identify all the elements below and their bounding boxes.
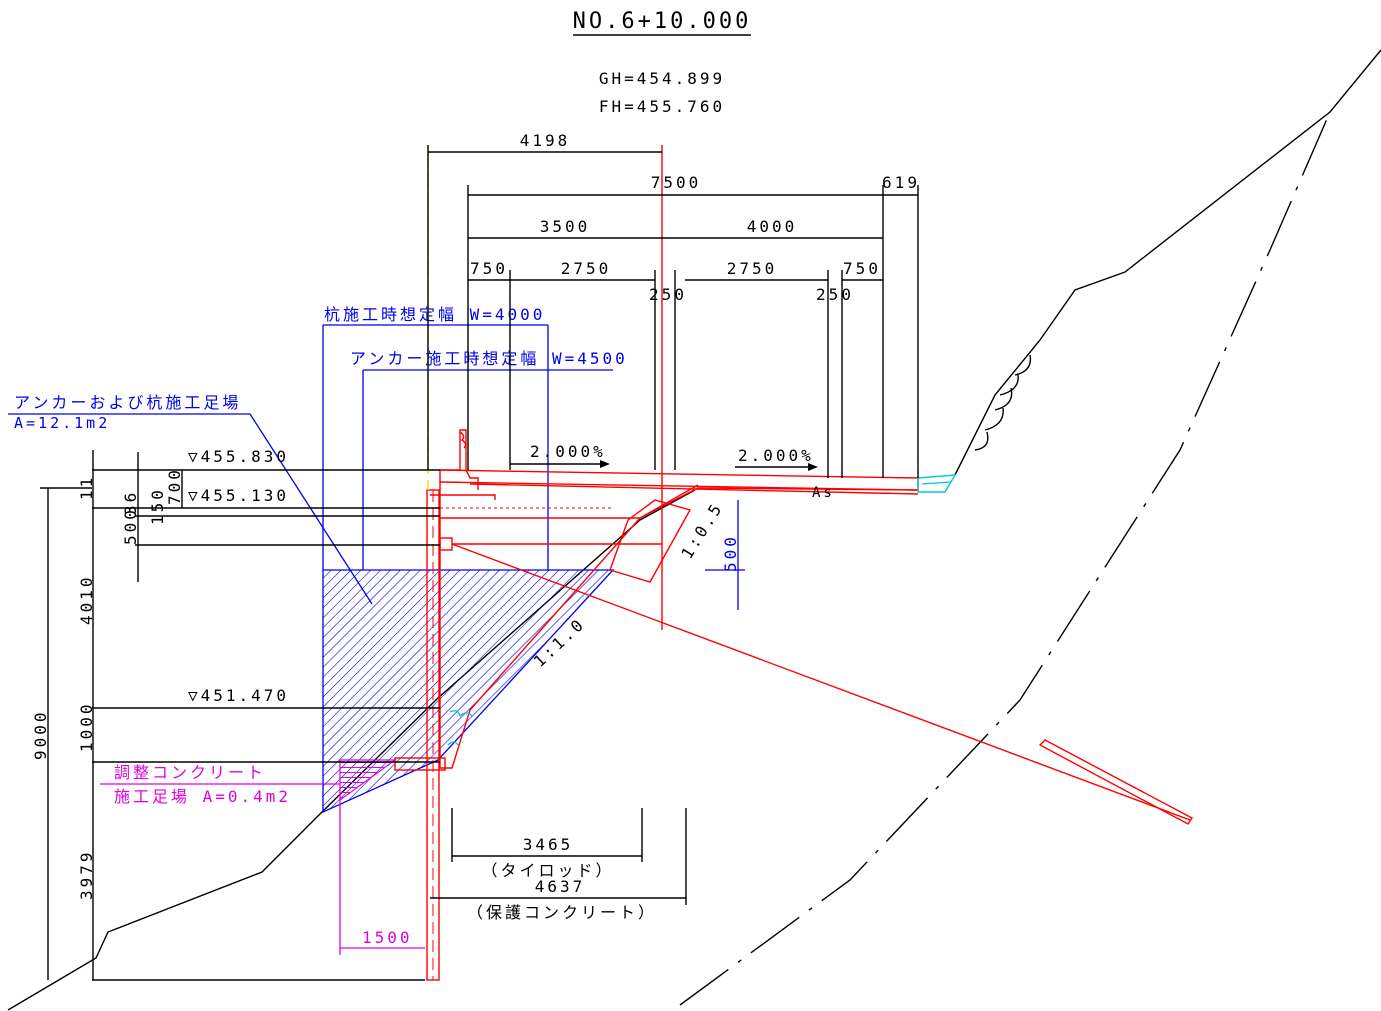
elevation-lines: [92, 469, 440, 981]
tie-rod: [439, 537, 1194, 825]
dim-4010: 4010: [77, 574, 96, 625]
dim-extension-lines: [427, 145, 919, 630]
anchor-width-label: アンカー施工時想定幅 W=4500: [350, 349, 628, 368]
pile-wall: [426, 489, 440, 981]
elevation-455830: ▽455.830: [188, 447, 289, 466]
elevation-455130: ▽455.130: [188, 486, 289, 505]
dim-7500: 7500: [651, 173, 702, 192]
dim-left-vertical: [40, 450, 183, 980]
dim-1500: [339, 800, 425, 955]
scaffold-area: A=12.1m2: [14, 414, 110, 432]
upper-wall-guard: [439, 429, 479, 490]
dim-4637: 4637: [535, 877, 586, 896]
dim-1000: 1000: [77, 701, 96, 752]
drain-ditch: [917, 474, 957, 493]
dim-1500-label: 1500: [362, 928, 413, 947]
protection-concrete: [439, 484, 919, 769]
dim-4198: 4198: [520, 131, 571, 150]
dim-250-left: 250: [649, 285, 687, 304]
cross-slope-left-arrowhead: [600, 460, 610, 468]
dim-lines-top: [428, 151, 918, 281]
scaffold-leader: [8, 413, 373, 605]
dim-2750-right: 2750: [727, 259, 778, 278]
dim-36: 36: [121, 490, 140, 515]
dim-500-right-label: 500: [721, 534, 740, 572]
ground-line: [7, 49, 1381, 1011]
cross-slope-right-arrowhead: [808, 463, 818, 471]
as-label: As: [812, 485, 835, 501]
dim-2750-left: 2750: [561, 259, 612, 278]
pile-width-label: 杭施工時想定幅 W=4000: [324, 305, 545, 324]
dim-4000: 4000: [747, 217, 798, 236]
cross-slope-left: 2.000%: [530, 442, 606, 461]
cross-slope-right: 2.000%: [738, 446, 814, 465]
dim-500: 500: [121, 507, 140, 545]
ground-height-label: GH=454.899: [599, 69, 725, 88]
drawing-title: NO.6+10.000: [573, 9, 752, 34]
dim-11: 11: [77, 475, 96, 500]
dim-500-right: [705, 500, 745, 610]
adjust-concrete-hatch: [339, 759, 397, 802]
dim-750-left: 750: [470, 259, 508, 278]
dim-3500: 3500: [540, 217, 591, 236]
elevation-451470: ▽451.470: [188, 686, 289, 705]
toe-footing: [394, 757, 446, 771]
adjust-area: 施工足場 A=0.4m2: [114, 787, 291, 806]
dim-150: 150: [148, 487, 167, 525]
bedrock-line: [679, 111, 1331, 1006]
scaffold-title: アンカーおよび杭施工足場: [14, 393, 241, 412]
dim-750-right: 750: [843, 259, 881, 278]
adjust-title: 調整コンクリート: [114, 763, 266, 782]
dim-250-right: 250: [816, 285, 854, 304]
dim-700: 700: [165, 467, 184, 505]
dim-3979: 3979: [77, 849, 96, 900]
tierod-label: （タイロッド）: [481, 861, 614, 880]
dim-619: 619: [882, 173, 920, 192]
formation-height-label: FH=455.760: [599, 97, 725, 116]
dim-9000: 9000: [31, 709, 50, 760]
dim-3465: 3465: [523, 835, 574, 854]
dim-bottom: [430, 808, 687, 905]
protect-concrete-label: （保護コンクリート）: [467, 903, 657, 922]
pavement-slab: [430, 469, 919, 519]
cyan-drain-lower: [447, 710, 473, 746]
